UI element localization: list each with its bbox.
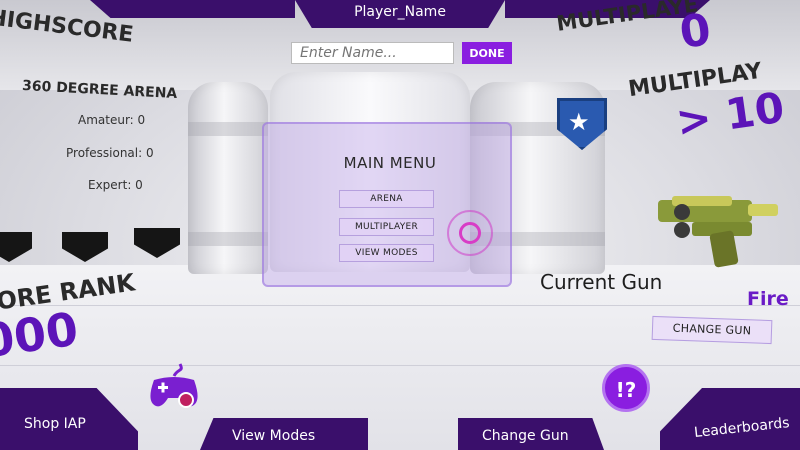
main-menu-title: MAIN MENU [343, 154, 437, 172]
rank-shield-icon [62, 232, 108, 262]
done-button[interactable]: DONE [462, 42, 512, 64]
name-input[interactable] [291, 42, 454, 64]
player-name: Player_Name [354, 4, 446, 20]
menu-item-arena[interactable]: ARENA [339, 190, 434, 208]
help-icon[interactable]: !? [602, 364, 650, 412]
gun-name: Fire [747, 288, 789, 310]
pillar-left [188, 82, 268, 274]
score-amateur: Amateur: 0 [78, 113, 146, 127]
tab-view-modes[interactable] [200, 418, 368, 450]
menu-item-view-modes[interactable]: VIEW MODES [339, 244, 434, 262]
current-gun-label: Current Gun [540, 270, 663, 294]
tab-change-gun-label: Change Gun [482, 428, 569, 444]
score-professional: Professional: 0 [66, 146, 154, 160]
pillar-center [270, 72, 470, 272]
star-icon: ★ [568, 108, 590, 136]
rank-shield-icon [134, 228, 180, 258]
rank-shield-icon [0, 232, 32, 262]
change-gun-button[interactable]: CHANGE GUN [651, 315, 773, 345]
tab-view-modes-label: View Modes [232, 428, 316, 444]
floor [0, 265, 800, 450]
gamepad-icon[interactable] [148, 362, 200, 412]
gaze-reticle-icon [447, 210, 493, 256]
menu-item-multiplayer[interactable]: MULTIPLAYER [339, 218, 434, 236]
score-expert: Expert: 0 [88, 178, 143, 192]
gun-icon [658, 196, 778, 268]
tab-change-gun[interactable] [458, 418, 604, 450]
tab-shop-iap-label: Shop IAP [24, 416, 86, 432]
top-bar [295, 0, 505, 28]
gaze-cursor-icon [459, 222, 481, 244]
